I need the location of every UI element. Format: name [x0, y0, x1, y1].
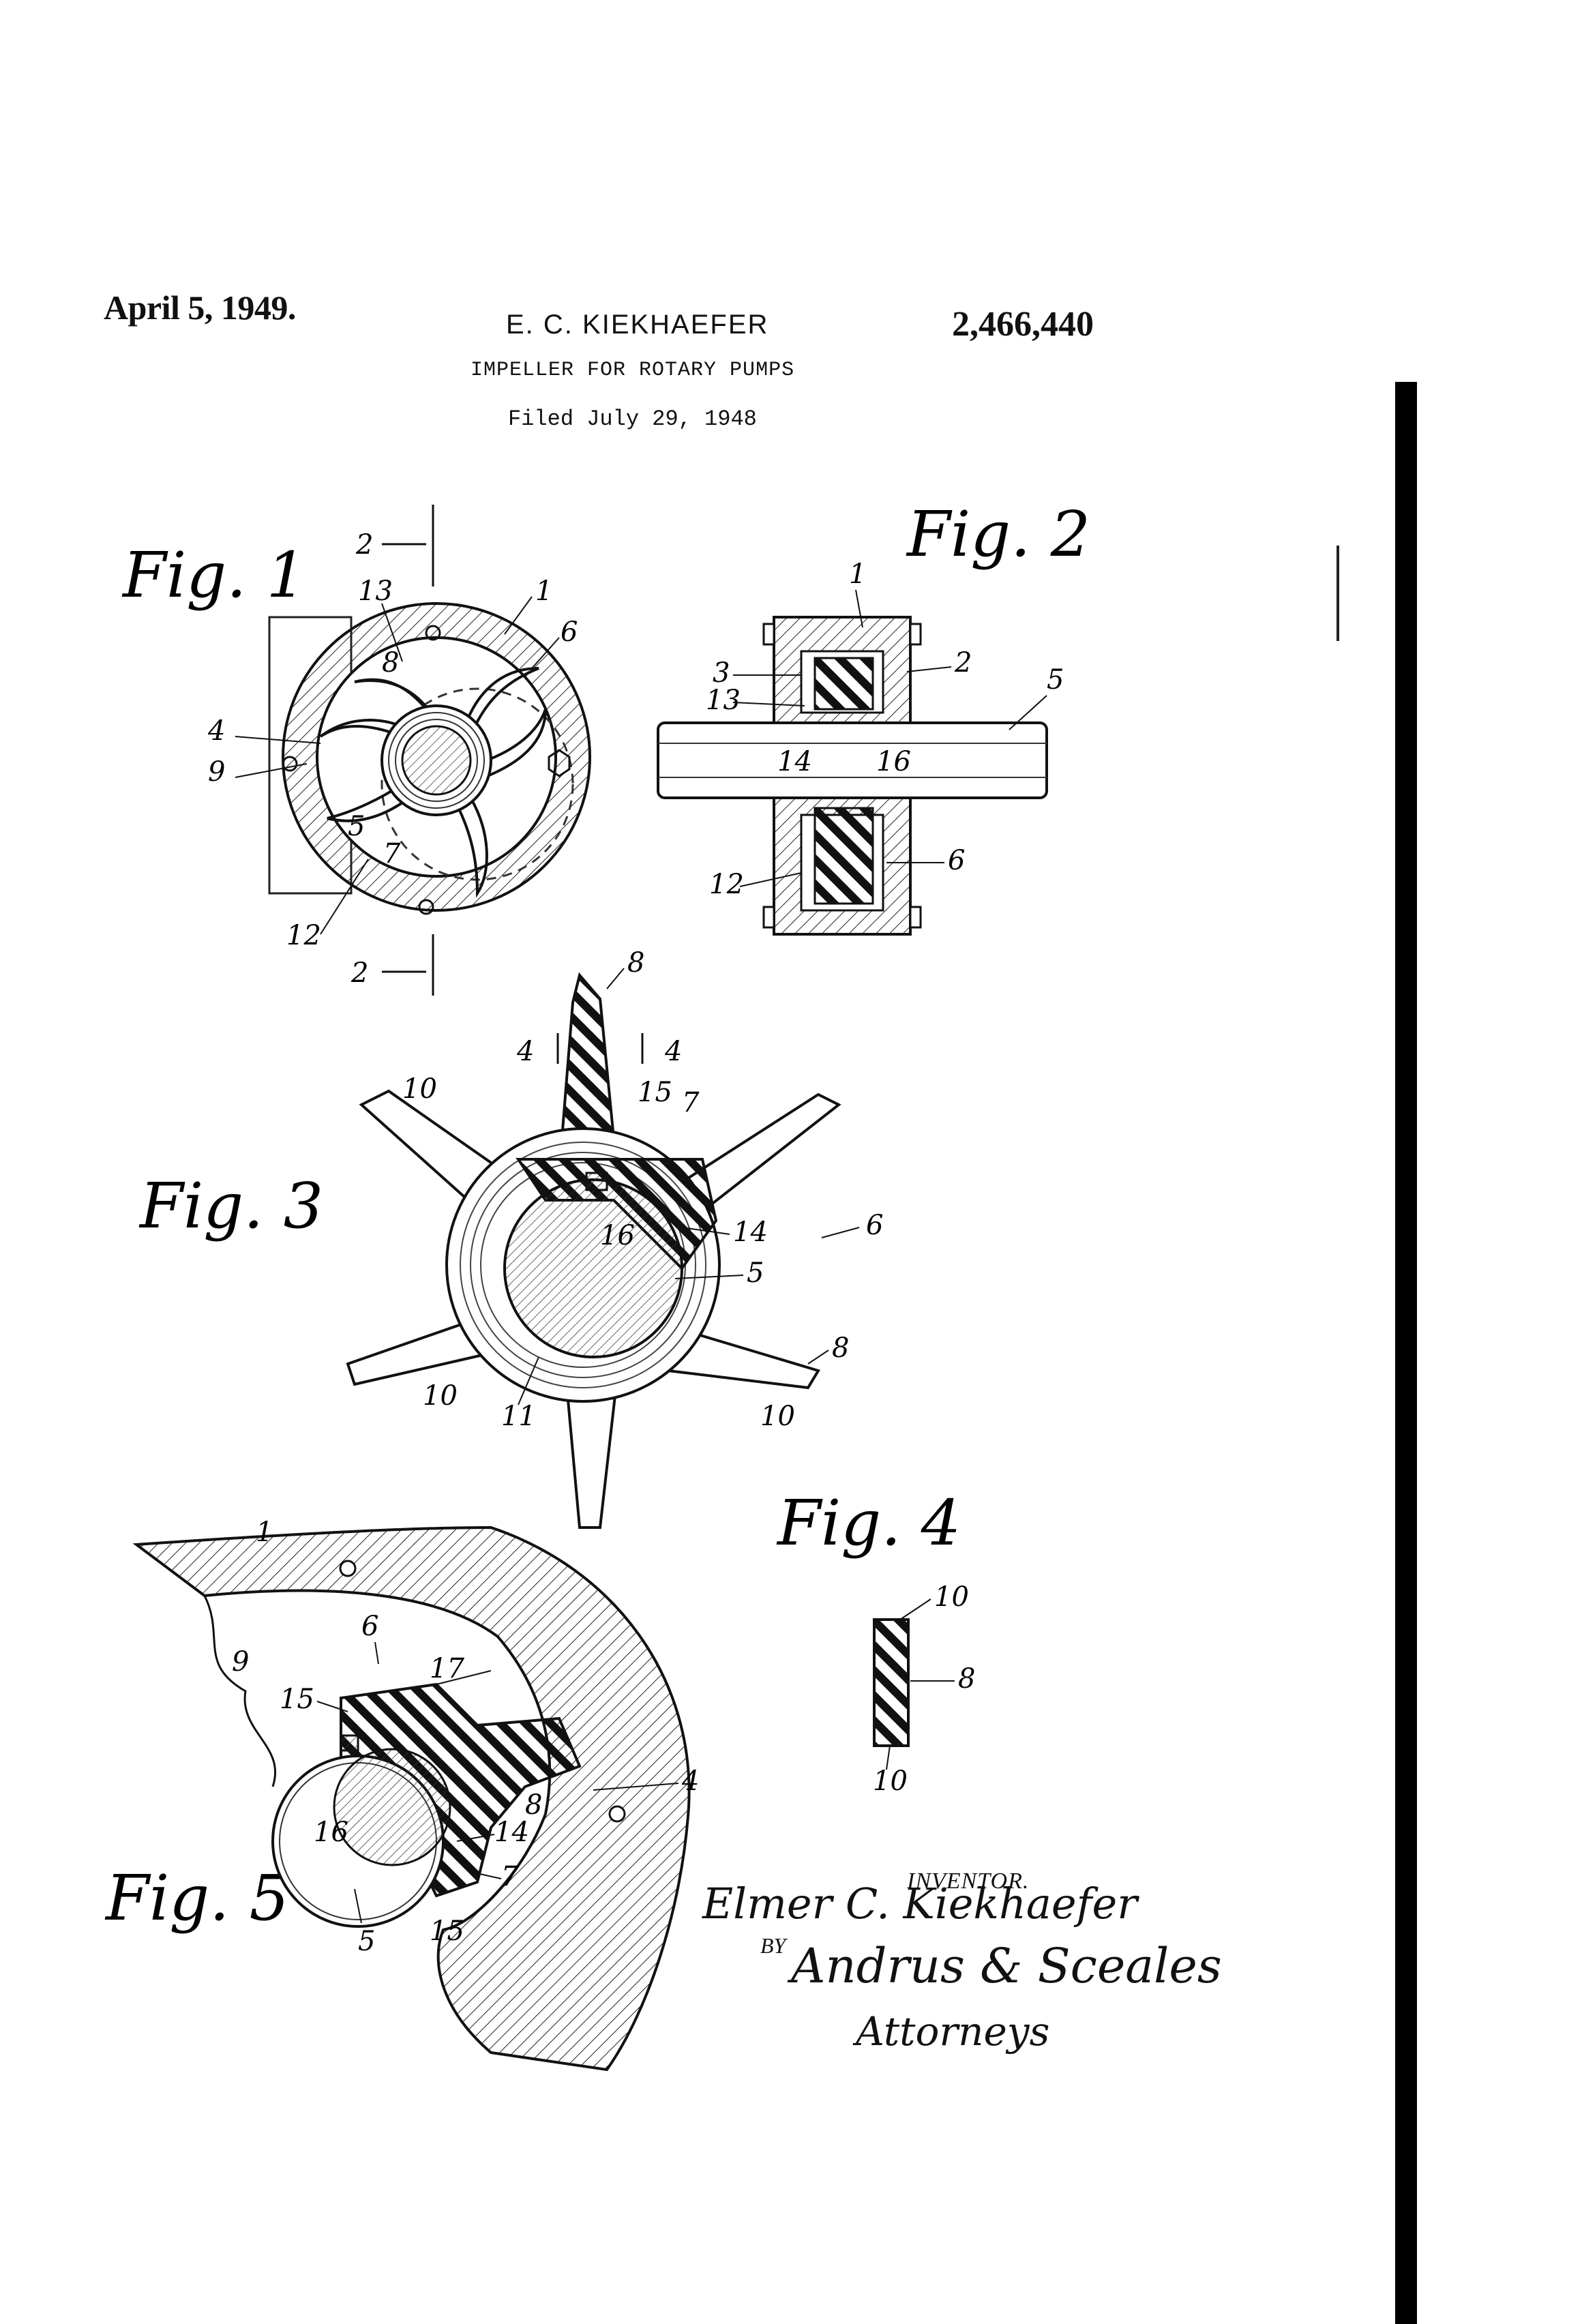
attorneys-label: Attorneys	[856, 2008, 1050, 2055]
fig2-ref-1: 1	[849, 558, 866, 590]
fig3-ref-10-upper: 10	[402, 1073, 437, 1105]
attorney-signature: Andrus & Sceales	[791, 1938, 1222, 1994]
fig1-hex-bolt	[548, 749, 571, 777]
scan-edge-bar	[1395, 382, 1417, 2324]
fig2-ref-12: 12	[709, 869, 744, 900]
fig1-ref-13: 13	[358, 576, 393, 607]
fig4-ref-8: 8	[958, 1663, 975, 1695]
fig4-blade-section	[873, 1618, 910, 1747]
fig1-ref-4: 4	[207, 715, 225, 747]
fig5-ref-17: 17	[430, 1653, 464, 1684]
fig2-lower-impeller	[814, 807, 874, 905]
fig1-ref-5: 5	[348, 811, 365, 842]
fig2-upper-impeller	[814, 657, 874, 711]
fig2-ref-3: 3	[713, 657, 730, 689]
fig1-ref-1: 1	[535, 576, 552, 607]
fig3-ref-7: 7	[682, 1087, 700, 1118]
fig2-ref-5: 5	[1047, 664, 1064, 696]
fig5-label: Fig. 5	[104, 1862, 289, 1935]
fig1-shaft	[401, 725, 472, 796]
patent-date: April 5, 1949.	[104, 288, 296, 327]
fig3-section-right-label: 4	[664, 1036, 682, 1067]
fig5-ref-8: 8	[525, 1789, 542, 1821]
fig5-ref-15-bottom: 15	[430, 1916, 464, 1947]
fig5-ref-14: 14	[494, 1817, 529, 1848]
fig5-ref-7: 7	[501, 1861, 519, 1892]
fig1-section-top-label: 2	[355, 529, 373, 561]
fig3-ref-16: 16	[600, 1220, 635, 1251]
fig1-ref-7: 7	[383, 838, 401, 869]
fig5-ref-1: 1	[256, 1517, 273, 1548]
fig3-ref-11: 11	[501, 1401, 536, 1432]
fig1-ref-8: 8	[382, 647, 399, 679]
fig3-ref-10-left: 10	[423, 1380, 458, 1412]
fig1-ref-6: 6	[561, 616, 578, 648]
fig4-label: Fig. 4	[776, 1487, 961, 1560]
fig3-label: Fig. 3	[138, 1170, 323, 1242]
fig5-ref-4: 4	[681, 1766, 699, 1797]
fig3-ref-5: 5	[747, 1257, 764, 1289]
figure-1: Fig. 1 2 2 13	[121, 505, 591, 996]
fig1-ref-9: 9	[208, 756, 225, 788]
fig1-section-bottom-label: 2	[350, 957, 368, 989]
figure-2: Fig. 2 1 2 3 13 5 14 16 6 12	[657, 498, 1090, 936]
scan-mark	[1337, 546, 1339, 641]
fig2-shaft	[657, 721, 1048, 799]
fig3-ref-14: 14	[733, 1217, 768, 1248]
fig5-ref-16: 16	[314, 1817, 348, 1848]
filing-date: Filed July 29, 1948	[508, 406, 757, 432]
fig5-ref-5: 5	[358, 1926, 375, 1957]
fig1-ref-12: 12	[286, 920, 321, 951]
patent-title: IMPELLER FOR ROTARY PUMPS	[471, 359, 795, 382]
fig2-ref-6: 6	[948, 845, 965, 876]
fig5-ref-15-top: 15	[280, 1684, 314, 1715]
fig3-ref-15: 15	[638, 1077, 672, 1108]
fig5-shaft	[333, 1748, 451, 1866]
patent-number: 2,466,440	[952, 305, 1094, 344]
fig3-ref-10-right: 10	[760, 1401, 795, 1432]
fig5-ref-6: 6	[361, 1611, 378, 1642]
figure-3: Fig. 3 4 4 8 10 15 7 14 6 5 16	[138, 947, 883, 1529]
fig3-key	[585, 1172, 608, 1191]
inventor-caption: INVENTOR.	[907, 1868, 1030, 1894]
fig2-label: Fig. 2	[906, 498, 1090, 571]
figure-5: Fig. 5 1 9 6 17 15 8 4 16 14 7 5 15	[104, 1517, 699, 2072]
fig2-ref-13: 13	[706, 685, 741, 716]
fig1-impeller-vanes	[319, 667, 547, 898]
fig3-ref-8-top: 8	[627, 947, 644, 979]
fig5-key	[340, 1734, 359, 1752]
fig5-ref-9: 9	[232, 1646, 249, 1678]
by-label: BY	[760, 1933, 786, 1958]
inventor-name: E. C. KIEKHAEFER	[506, 310, 769, 340]
fig2-ref-2: 2	[954, 647, 972, 679]
fig3-ref-8-right: 8	[832, 1332, 849, 1364]
fig4-ref-10-top: 10	[934, 1581, 969, 1613]
inventor-signature: Elmer C. Kiekhaefer	[702, 1879, 1137, 1928]
figure-4: Fig. 4 10 8 10	[776, 1487, 975, 1797]
fig3-ref-6: 6	[866, 1210, 883, 1241]
fig4-ref-10-bottom: 10	[873, 1766, 908, 1797]
fig2-ref-16: 16	[876, 746, 911, 777]
fig3-shaft	[503, 1178, 683, 1358]
fig1-label: Fig. 1	[121, 539, 306, 612]
fig3-section-left-label: 4	[516, 1036, 534, 1067]
fig5-housing-segment	[132, 1525, 691, 2072]
fig2-ref-14: 14	[777, 746, 812, 777]
